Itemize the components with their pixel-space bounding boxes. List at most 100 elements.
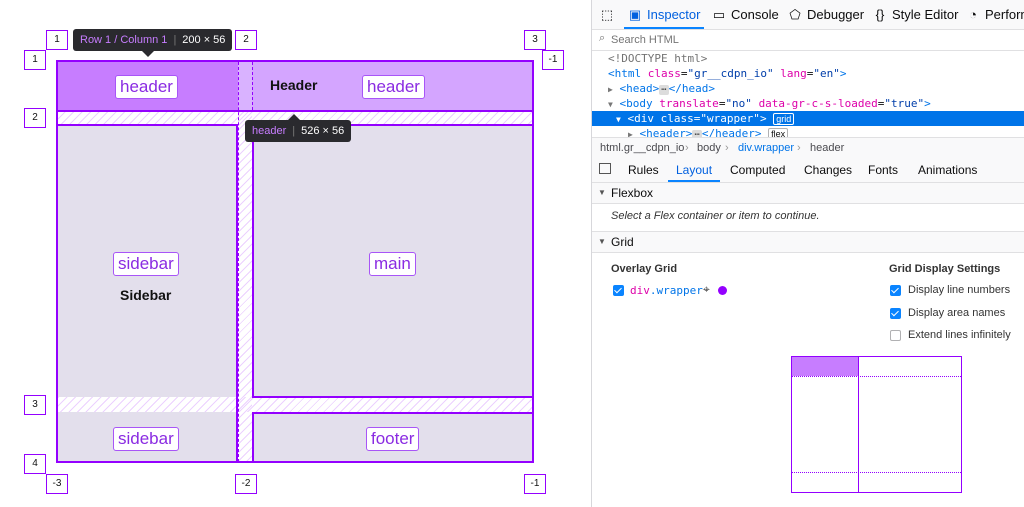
col-line-1: 1	[46, 30, 68, 50]
row-line-3: 3	[24, 395, 46, 415]
inspector-icon: ▣	[628, 7, 642, 22]
header-end-tag: </header>	[701, 127, 762, 140]
markup-header[interactable]: ▶ <header>⋯</header> flex	[592, 126, 1024, 141]
row-line-2: 2	[24, 108, 46, 128]
sidebar-top-border	[56, 124, 238, 126]
grid-badge[interactable]: grid	[773, 113, 795, 125]
col-line-3: 3	[524, 30, 546, 50]
console-icon: ▭	[712, 7, 726, 22]
tab-inspector-label: Inspector	[647, 7, 701, 22]
tab-inspector[interactable]: ▣ Inspector	[628, 0, 701, 29]
col-line-neg-2: -2	[235, 474, 257, 494]
display-line-numbers-label: Display line numbers	[908, 284, 1011, 296]
column-line-2b-dashed	[252, 62, 253, 110]
pick-element-button[interactable]: ⬚	[600, 0, 619, 29]
tab-computed[interactable]: Computed	[730, 163, 786, 177]
overlay-color-swatch[interactable]	[718, 286, 727, 295]
tab-console[interactable]: ▭Console	[712, 0, 779, 29]
devtools-panel: ⬚ ▣ Inspector ▭Console ⬠Debugger {}Style …	[591, 0, 1024, 507]
grid-cell-tooltip-arrow	[142, 51, 154, 57]
element-tooltip-arrow	[288, 114, 300, 120]
extend-lines-label: Extend lines infinitely	[908, 329, 1011, 341]
row-line-neg-1: -1	[542, 50, 564, 70]
active-tab-indicator	[624, 27, 704, 29]
tab-style-editor-label: Style Editor	[892, 7, 959, 22]
body-tag: <body	[619, 97, 653, 110]
div-class-attr: class	[660, 112, 694, 125]
display-area-names-label: Display area names	[908, 307, 1006, 319]
div-tag: <div	[627, 112, 654, 125]
highlight-element-icon[interactable]: ⌖	[703, 282, 710, 296]
html-class-attr: class	[647, 67, 681, 80]
tab-debugger[interactable]: ⬠Debugger	[788, 0, 864, 29]
row-line-4: 4	[24, 454, 46, 474]
tab-animations[interactable]: Animations	[918, 163, 978, 177]
expand-arrow-icon[interactable]: ▶	[628, 130, 633, 139]
flexbox-title: Flexbox	[611, 186, 654, 200]
markup-head[interactable]: ▶ <head>⋯</head>	[592, 81, 1024, 96]
body-translate-val: "no"	[725, 97, 752, 110]
collapse-arrow-icon[interactable]: ▼	[608, 100, 613, 109]
breadcrumb-separator-icon: ›	[797, 142, 801, 154]
sidebar-tabs: Rules Layout Computed Changes Fonts Anim…	[592, 158, 1024, 183]
html-lang-val: "en"	[813, 67, 840, 80]
performance-icon: ◔	[969, 7, 977, 22]
grid-outline-col-line	[858, 357, 859, 492]
overlay-grid-heading: Overlay Grid	[611, 263, 678, 275]
breadcrumb-separator-icon: ›	[725, 142, 729, 154]
grid-cell-size: 200 × 56	[182, 34, 226, 46]
markup-doctype[interactable]: <!DOCTYPE html>	[592, 51, 1024, 66]
sidebar-right-border	[236, 124, 238, 463]
tab-fonts[interactable]: Fonts	[868, 163, 899, 177]
area-label-main: main	[369, 252, 416, 276]
breadcrumb-html[interactable]: html.gr__cdpn_io	[600, 142, 685, 154]
head-tag: <head>	[619, 82, 660, 95]
tab-performance-label: Perform	[985, 7, 1024, 22]
header-tag: <header>	[639, 127, 693, 140]
breadcrumb-separator-icon: ›	[685, 142, 689, 154]
expand-arrow-icon[interactable]: ▶	[608, 85, 613, 94]
flexbox-section-header[interactable]: ▼ Flexbox	[592, 182, 1024, 204]
tab-rules[interactable]: Rules	[628, 163, 659, 177]
grid-outline-preview	[791, 356, 962, 493]
tab-changes[interactable]: Changes	[804, 163, 853, 177]
overlay-grid-item[interactable]: div.wrapper	[630, 284, 703, 297]
markup-html[interactable]: <html class="gr__cdpn_io" lang="en">	[608, 67, 847, 80]
grid-section-header[interactable]: ▼ Grid	[592, 231, 1024, 253]
grid-outline-row-line-1	[792, 376, 961, 377]
col-line-2: 2	[235, 30, 257, 50]
devtools-toolbar: ⬚ ▣ Inspector ▭Console ⬠Debugger {}Style …	[592, 0, 1024, 30]
header-ellipsis[interactable]: ⋯	[692, 130, 702, 140]
breadcrumb-div-wrapper[interactable]: div.wrapper	[738, 142, 795, 154]
element-tooltip-size: 526 × 56	[301, 125, 345, 137]
html-class-val: "gr__cdpn_io"	[687, 67, 774, 80]
head-end-tag: </head>	[668, 82, 715, 95]
div-tag-close: >	[759, 112, 767, 125]
collapse-arrow-icon[interactable]: ▼	[616, 115, 621, 124]
markup-body[interactable]: ▼ <body translate="no" data-gr-c-s-loade…	[608, 97, 931, 110]
html-search-input[interactable]	[611, 32, 991, 47]
extend-lines-checkbox[interactable]	[890, 330, 901, 341]
markup-tree: <!DOCTYPE html> <html class="gr__cdpn_io…	[592, 51, 1024, 140]
display-line-numbers-checkbox[interactable]	[890, 285, 901, 296]
tab-layout[interactable]: Layout	[676, 163, 713, 177]
tab-style-editor[interactable]: {}Style Editor	[873, 0, 959, 29]
html-tag-close: >	[839, 67, 847, 80]
col-line-neg-3: -3	[46, 474, 68, 494]
body-translate-attr: translate	[659, 97, 719, 110]
breadcrumb-body[interactable]: body	[697, 142, 721, 154]
display-area-names-checkbox[interactable]	[890, 308, 901, 319]
area-label-sidebar: sidebar	[113, 252, 179, 276]
breadcrumb-header[interactable]: header	[810, 142, 845, 154]
head-ellipsis[interactable]: ⋯	[659, 85, 669, 95]
row-gap-2	[58, 397, 532, 412]
column-line-2-dashed	[238, 62, 239, 462]
markup-div-wrapper[interactable]: ▼ <div class="wrapper"> grid	[592, 111, 1024, 126]
overlay-grid-checkbox[interactable]	[613, 285, 624, 296]
grid-cell-tooltip: Row 1 / Column 1|200 × 56	[73, 29, 233, 51]
area-label-header-left: header	[115, 75, 178, 99]
toggle-sidebar-icon[interactable]	[599, 163, 611, 174]
div-class-val: "wrapper"	[700, 112, 760, 125]
sidebar-heading: Sidebar	[120, 287, 172, 303]
tab-performance[interactable]: ◔ Perform	[966, 0, 1024, 29]
